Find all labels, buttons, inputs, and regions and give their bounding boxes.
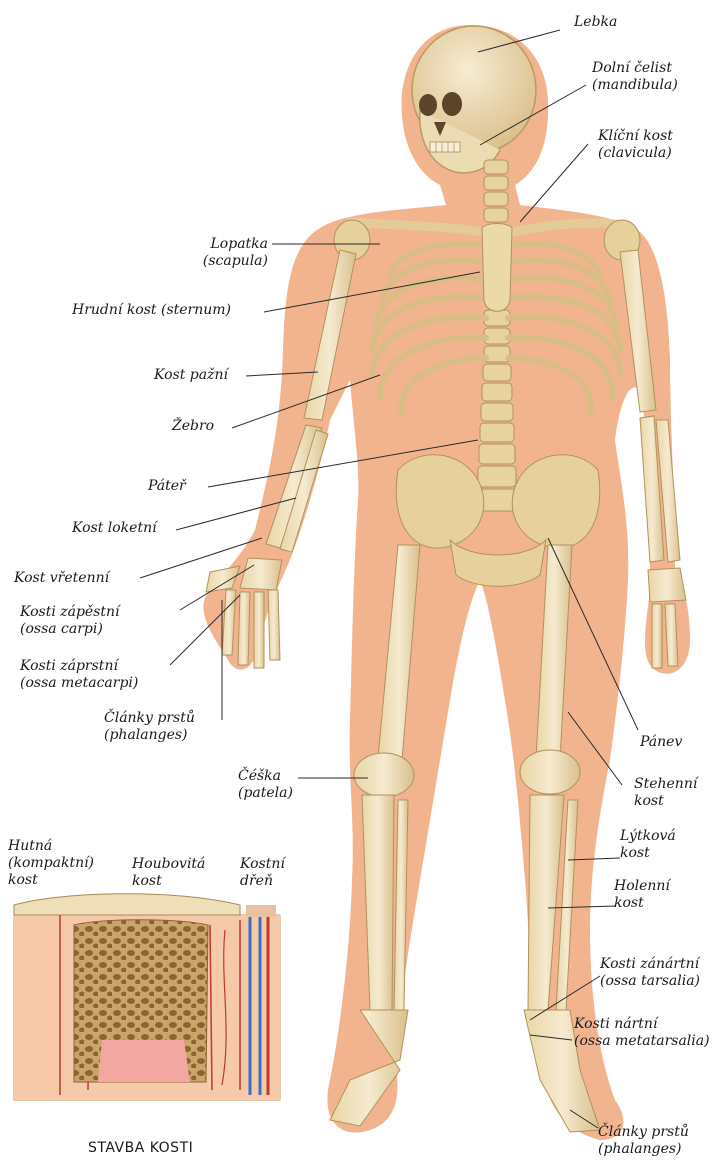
label-latin: (ossa metatarsalia) xyxy=(574,1033,710,1050)
label-stehenni-kost: Stehenní kost xyxy=(634,776,697,810)
label-text-2: kost xyxy=(620,845,676,862)
label-kost-vretenni: Kost vřetenní xyxy=(14,570,109,587)
inset-label-houbovita-kost: Houbovitá kost xyxy=(132,856,205,890)
label-holenni-kost: Holenní kost xyxy=(614,878,670,912)
label-kost-loketni: Kost loketní xyxy=(72,520,157,537)
label-lytkova-kost: Lýtková kost xyxy=(620,828,676,862)
label-pater: Páteř xyxy=(148,478,186,495)
label-text: Stehenní xyxy=(634,776,697,793)
label-text: Kosti zápěstní xyxy=(20,604,120,621)
sternum-graphic xyxy=(482,224,512,312)
label-latin: (mandibula) xyxy=(592,77,678,94)
inset-caption: STAVBA KOSTI xyxy=(88,1140,193,1157)
label-text: Holenní xyxy=(614,878,670,895)
label-kosti-zapestni: Kosti zápěstní (ossa carpi) xyxy=(20,604,120,638)
label-klicni-kost: Klíční kost (clavicula) xyxy=(598,128,673,162)
label-latin: (patela) xyxy=(238,785,293,802)
label-latin: (scapula) xyxy=(196,253,268,270)
label-zebro: Žebro xyxy=(172,418,214,435)
label-clanky-prstu-ruka: Články prstů (phalanges) xyxy=(104,710,195,744)
label-lopatka: Lopatka (scapula) xyxy=(196,236,268,270)
label-text-2: dřeň xyxy=(240,873,285,890)
label-text: Houbovitá xyxy=(132,856,205,873)
label-clanky-prstu-noha: Články prstů (phalanges) xyxy=(598,1124,689,1158)
label-latin: (phalanges) xyxy=(104,727,195,744)
label-text: Lopatka xyxy=(196,236,268,253)
label-latin: (ossa metacarpi) xyxy=(20,675,138,692)
label-text-2: kost xyxy=(634,793,697,810)
label-text: Čéška xyxy=(238,768,293,785)
label-text: Kostní xyxy=(240,856,285,873)
bone-structure-inset xyxy=(14,894,280,1100)
label-ceska: Čéška (patela) xyxy=(238,768,293,802)
label-panev: Pánev xyxy=(640,734,682,751)
inset-label-hutna-kost: Hutná (kompaktní) kost xyxy=(8,838,94,889)
label-text: Lýtková xyxy=(620,828,676,845)
label-kosti-zaprstni: Kosti záprstní (ossa metacarpi) xyxy=(20,658,138,692)
label-text: Články prstů xyxy=(104,710,195,727)
label-hrudni-kost: Hrudní kost (sternum) xyxy=(72,302,231,319)
inset-label-kostni-dren: Kostní dřeň xyxy=(240,856,285,890)
label-text: Kosti záprstní xyxy=(20,658,138,675)
label-dolni-celist: Dolní čelist (mandibula) xyxy=(592,60,678,94)
label-latin: (ossa tarsalia) xyxy=(600,973,700,990)
label-text: Hutná xyxy=(8,838,94,855)
label-text: Články prstů xyxy=(598,1124,689,1141)
label-text-3: kost xyxy=(8,872,94,889)
label-text: Dolní čelist xyxy=(592,60,678,77)
label-text-2: kost xyxy=(614,895,670,912)
label-lebka: Lebka xyxy=(574,14,617,31)
label-kost-pazni: Kost pažní xyxy=(154,367,228,384)
label-latin: (ossa carpi) xyxy=(20,621,120,638)
label-text: Klíční kost xyxy=(598,128,673,145)
label-text: Kosti nártní xyxy=(574,1016,710,1033)
label-text-2: kost xyxy=(132,873,205,890)
label-kosti-nartni: Kosti nártní (ossa metatarsalia) xyxy=(574,1016,710,1050)
label-latin: (phalanges) xyxy=(598,1141,689,1158)
label-kosti-zanartni: Kosti zánártní (ossa tarsalia) xyxy=(600,956,700,990)
label-text-2: (kompaktní) xyxy=(8,855,94,872)
label-text: Kosti zánártní xyxy=(600,956,700,973)
label-latin: (clavicula) xyxy=(598,145,673,162)
